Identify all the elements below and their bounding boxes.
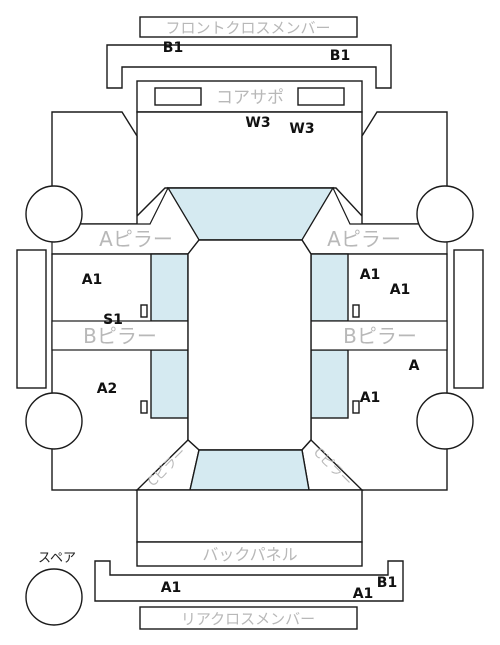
grade-front-cross-left: B1 xyxy=(163,40,183,56)
back-panel-box xyxy=(136,541,363,567)
wheel-rear-left xyxy=(25,392,83,450)
rocker-panel-right xyxy=(453,249,484,389)
back-panel-label: バックパネル xyxy=(202,545,297,564)
grade-rear-cross-left: A1 xyxy=(161,580,182,596)
a-pillar-right-label: Aピラー xyxy=(327,227,401,251)
b-pillar-left-label: Bピラー xyxy=(83,324,157,348)
front-cross-member-label: フロントクロスメンバー xyxy=(165,19,330,37)
wheel-front-left xyxy=(25,185,83,243)
spare-label: スペア xyxy=(38,551,76,566)
rear-cross-member-part xyxy=(94,560,404,602)
b-pillar-right-band xyxy=(310,320,448,351)
front-cross-member-box xyxy=(139,16,358,38)
wheel-front-right xyxy=(416,185,474,243)
grade-core-support-left: W3 xyxy=(245,115,270,131)
headlight-left xyxy=(154,87,202,106)
grade-left-sill: S1 xyxy=(103,312,123,328)
door-handle-right-front xyxy=(352,304,360,318)
door-handle-right-rear xyxy=(352,400,360,414)
rear-cross-member-label: リアクロスメンバー xyxy=(181,610,315,628)
grade-rear-cross-right-a: A1 xyxy=(353,586,374,602)
grade-right-front-door-a: A1 xyxy=(360,267,381,283)
grade-right-rear-door: A1 xyxy=(360,390,381,406)
grade-left-front-door: A1 xyxy=(82,272,103,288)
door-handle-left-rear xyxy=(140,400,148,414)
right-rear-window xyxy=(310,349,349,419)
spare-tire xyxy=(25,568,83,626)
b-pillar-left-band xyxy=(51,320,189,351)
door-handle-left-front xyxy=(140,304,148,318)
headlight-right xyxy=(297,87,345,106)
left-rear-window xyxy=(150,349,189,419)
grade-left-rear-door: A2 xyxy=(97,381,118,397)
right-front-window xyxy=(310,253,349,322)
rear-window xyxy=(189,449,310,491)
grade-right-b-pillar: A xyxy=(409,358,420,374)
a-pillar-left-label: Aピラー xyxy=(99,227,173,251)
grade-core-support-right: W3 xyxy=(289,121,314,137)
roof xyxy=(187,239,312,451)
rear-cross-member-box xyxy=(139,606,358,630)
front-cross-member-part xyxy=(106,44,392,89)
rocker-panel-left xyxy=(16,249,47,389)
core-support-label: コアサポ xyxy=(216,88,284,108)
grade-right-front-door-b: A1 xyxy=(390,282,411,298)
grade-rear-cross-right-b: B1 xyxy=(377,575,397,591)
wheel-rear-right xyxy=(416,392,474,450)
grade-front-cross-right: B1 xyxy=(330,48,350,64)
trunk-lid xyxy=(136,489,363,543)
left-front-window xyxy=(150,253,189,322)
b-pillar-right-label: Bピラー xyxy=(343,324,417,348)
